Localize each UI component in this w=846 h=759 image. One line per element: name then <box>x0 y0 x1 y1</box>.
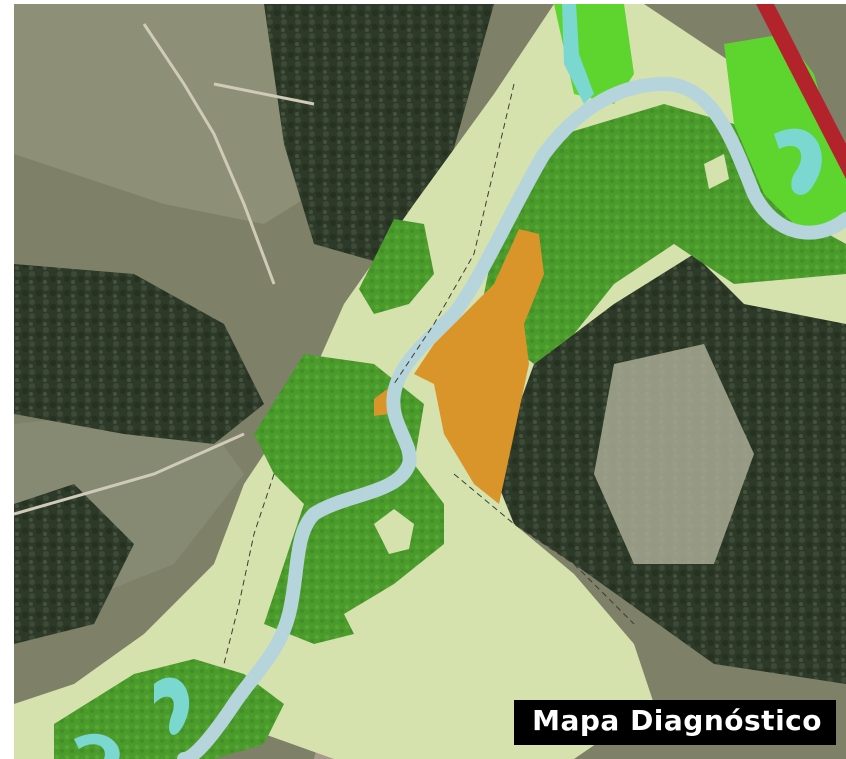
riparian-forest <box>359 219 434 314</box>
highway <box>756 4 846 179</box>
oxbow-lake <box>154 677 190 735</box>
forest-patch-aerial <box>264 4 494 264</box>
forest-patch-aerial <box>14 484 134 644</box>
dirt-roads <box>14 23 315 516</box>
oxbow-lake <box>74 733 120 759</box>
clearing <box>704 154 729 189</box>
oxbow-lake <box>774 128 822 195</box>
forest-patch-aerial <box>594 344 754 564</box>
map-canvas <box>14 4 846 759</box>
diagnostic-map: Mapa Diagnóstico <box>14 4 846 759</box>
boundary-lines <box>223 83 635 665</box>
degraded-area <box>414 229 544 504</box>
map-title-label: Mapa Diagnóstico <box>514 700 836 745</box>
forest-patch-aerial <box>14 264 264 444</box>
clearing <box>374 509 414 554</box>
oxbow-lake <box>562 4 594 104</box>
riparian-forest <box>294 594 354 644</box>
riparian-forest <box>54 659 284 759</box>
